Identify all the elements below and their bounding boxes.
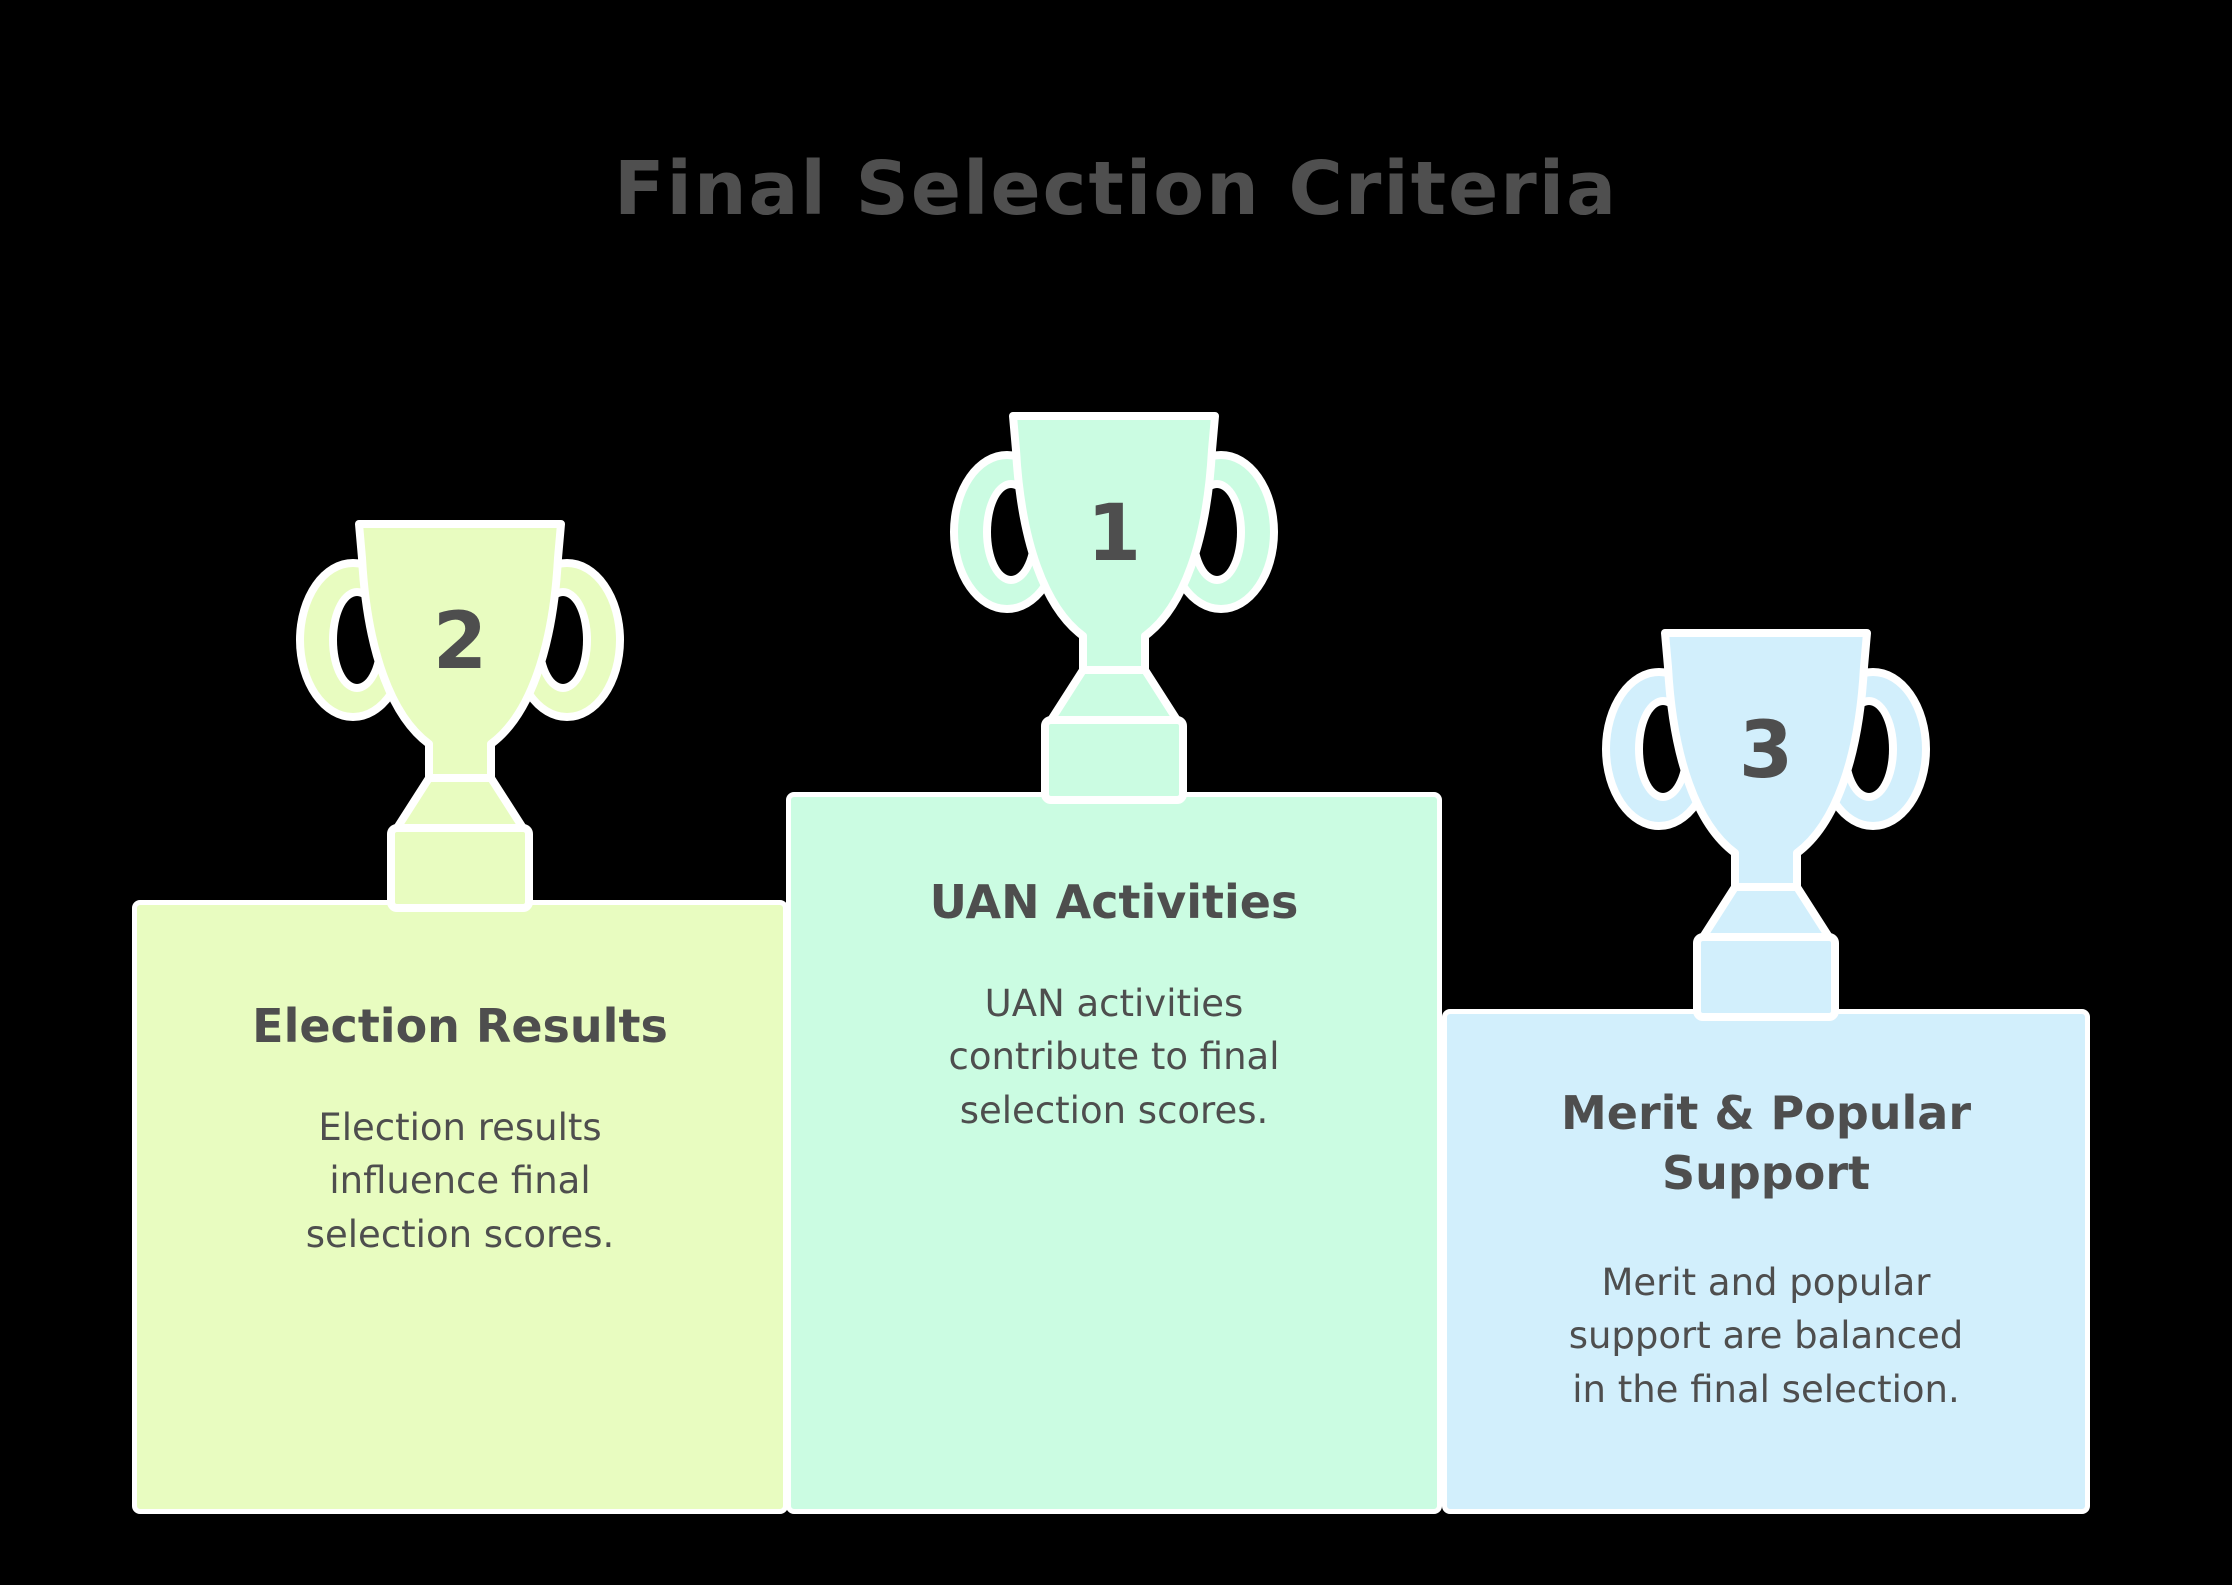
trophy-2-icon: 2 <box>296 520 624 912</box>
trophy-rank-label: 2 <box>433 597 487 687</box>
page-title: Final Selection Criteria <box>613 146 1619 232</box>
podium-description: UAN activities contribute to final selec… <box>948 981 1280 1133</box>
trophy-foot <box>1047 666 1181 724</box>
trophy-1-icon: 1 <box>950 412 1278 804</box>
podium-second-place: 2 Election Results Election results infl… <box>132 520 788 1514</box>
podium-title: UAN Activities <box>929 875 1299 929</box>
trophy-base <box>1693 933 1839 1021</box>
trophy-base <box>1041 716 1187 804</box>
podium-title: Merit & Popular Support <box>1560 1086 1972 1200</box>
podium-description: Election results influence final selecti… <box>305 1105 615 1257</box>
trophy-foot <box>393 774 527 832</box>
trophy-rank-label: 3 <box>1739 706 1793 796</box>
trophy-foot <box>1699 883 1833 941</box>
podium-third-place: 3 Merit & Popular Support Merit and popu… <box>1442 629 2090 1514</box>
podium-description: Merit and popular support are balanced i… <box>1568 1260 1964 1411</box>
podium-title: Election Results <box>252 999 668 1053</box>
trophy-base <box>387 824 533 912</box>
podium-first-place: 1 UAN Activities UAN activities contribu… <box>786 412 1442 1514</box>
trophy-3-icon: 3 <box>1602 629 1930 1021</box>
trophy-rank-label: 1 <box>1087 489 1141 579</box>
